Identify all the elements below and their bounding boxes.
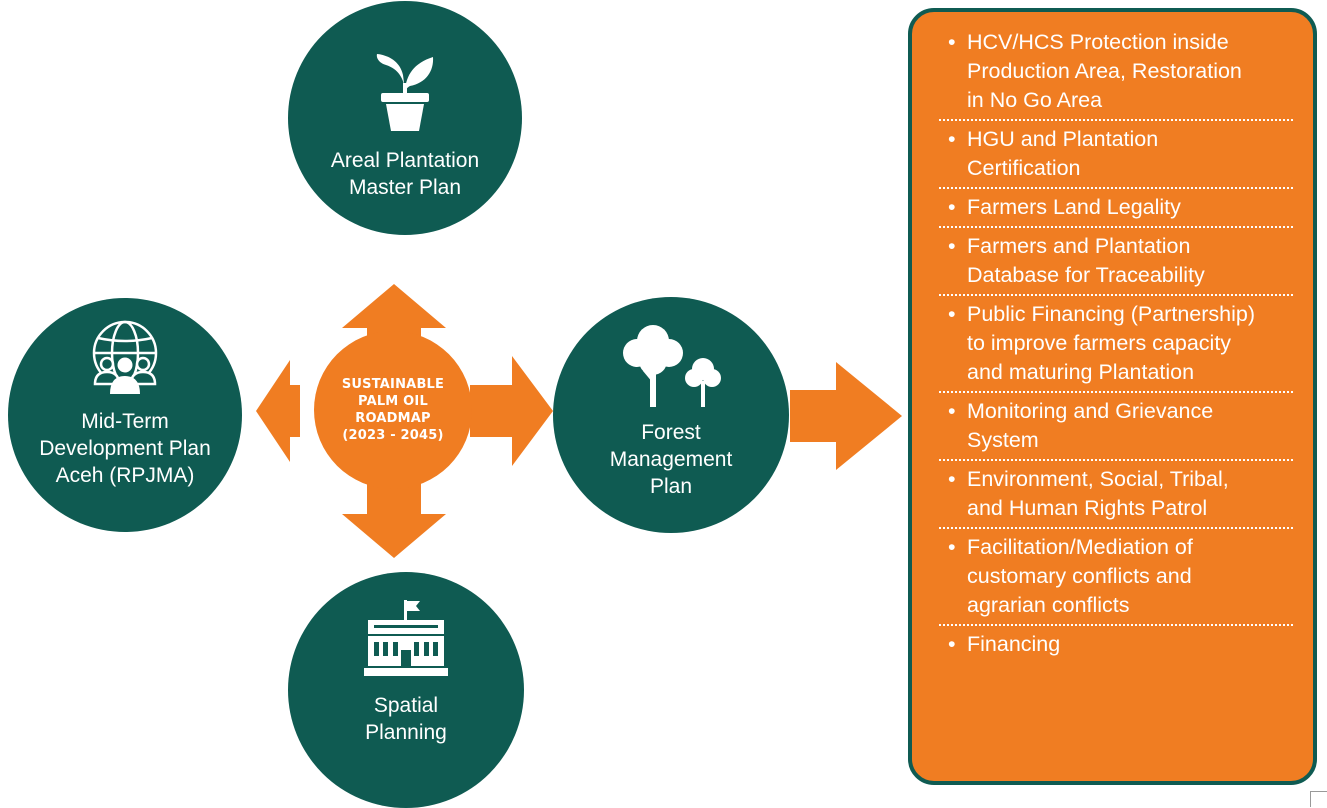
action-item-line: Environment, Social, Tribal, [967,467,1229,491]
action-item-traceability-database: Farmers and Plantation Database for Trac… [939,228,1293,296]
trees-icon [623,325,721,407]
node-right-line-1: Forest [641,421,701,444]
action-item-line: Public Financing (Partnership) [967,302,1255,326]
center-line-1: SUSTAINABLE [341,377,445,392]
actions-panel: HCV/HCS Protection inside Production Are… [908,8,1317,785]
action-item-hcv-hcs: HCV/HCS Protection inside Production Are… [939,28,1293,121]
action-item-line: HGU and Plantation [967,127,1159,151]
page-corner-divider [1310,791,1327,807]
globe-people-icon [92,320,158,394]
action-item-line: to improve farmers capacity [967,331,1232,355]
arrow-left [256,360,300,462]
node-bottom-line-2: Planning [365,721,447,744]
action-item-line: HCV/HCS Protection inside [967,30,1229,54]
node-right-line-2: Management [609,448,733,471]
action-item-line: Financing [967,632,1061,656]
action-item-land-legality: Farmers Land Legality [939,189,1293,228]
actions-list: HCV/HCS Protection inside Production Are… [939,28,1293,663]
node-bottom-line-1: Spatial [373,694,439,717]
arrow-right-large [790,362,902,470]
action-item-line: customary conflicts and [967,564,1192,588]
node-top-line-2: Master Plan [348,176,462,199]
potted-plant-icon [376,54,434,131]
action-item-line: Farmers Land Legality [967,195,1181,219]
action-item-line: in No Go Area [967,88,1103,112]
action-item-line: and maturing Plantation [967,360,1195,384]
arrow-down [342,470,446,558]
center-line-3: ROADMAP [355,411,431,426]
action-item-line: Certification [967,156,1081,180]
center-line-4: (2023 - 2045) [342,428,444,443]
center-line-2: PALM OIL [358,394,428,409]
node-left-line-1: Mid-Term [81,410,169,433]
action-item-hgu-certification: HGU and Plantation Certification [939,121,1293,189]
center-roadmap-circle: SUSTAINABLE PALM OIL ROADMAP (2023 - 204… [314,331,472,489]
action-item-line: agrarian conflicts [967,593,1130,617]
node-mid-term-development-plan: Mid-Term Development Plan Aceh (RPJMA) [8,298,242,532]
node-spatial-planning: Spatial Planning [288,572,524,808]
action-item-financing: Financing [939,626,1293,663]
action-item-line: and Human Rights Patrol [967,496,1208,520]
action-item-conflict-mediation: Facilitation/Mediation of customary conf… [939,529,1293,626]
node-left-line-2: Development Plan [39,437,211,460]
action-item-line: System [967,428,1039,452]
node-right-line-3: Plan [649,475,692,498]
action-item-line: Facilitation/Mediation of [967,535,1193,559]
action-item-line: Production Area, Restoration [967,59,1242,83]
government-building-icon [364,600,448,676]
action-item-line: Database for Traceability [967,263,1205,287]
node-top-line-1: Areal Plantation [330,149,480,172]
node-forest-management-plan: Forest Management Plan [553,297,789,533]
action-item-rights-patrol: Environment, Social, Tribal, and Human R… [939,461,1293,529]
action-item-line: Farmers and Plantation [967,234,1191,258]
node-areal-plantation-master-plan: Areal Plantation Master Plan [288,1,522,235]
action-item-public-financing: Public Financing (Partnership) to improv… [939,296,1293,393]
node-left-line-3: Aceh (RPJMA) [55,464,195,487]
action-item-line: Monitoring and Grievance [967,399,1214,423]
action-item-monitoring-grievance: Monitoring and Grievance System [939,393,1293,461]
arrow-right-small [470,356,553,466]
